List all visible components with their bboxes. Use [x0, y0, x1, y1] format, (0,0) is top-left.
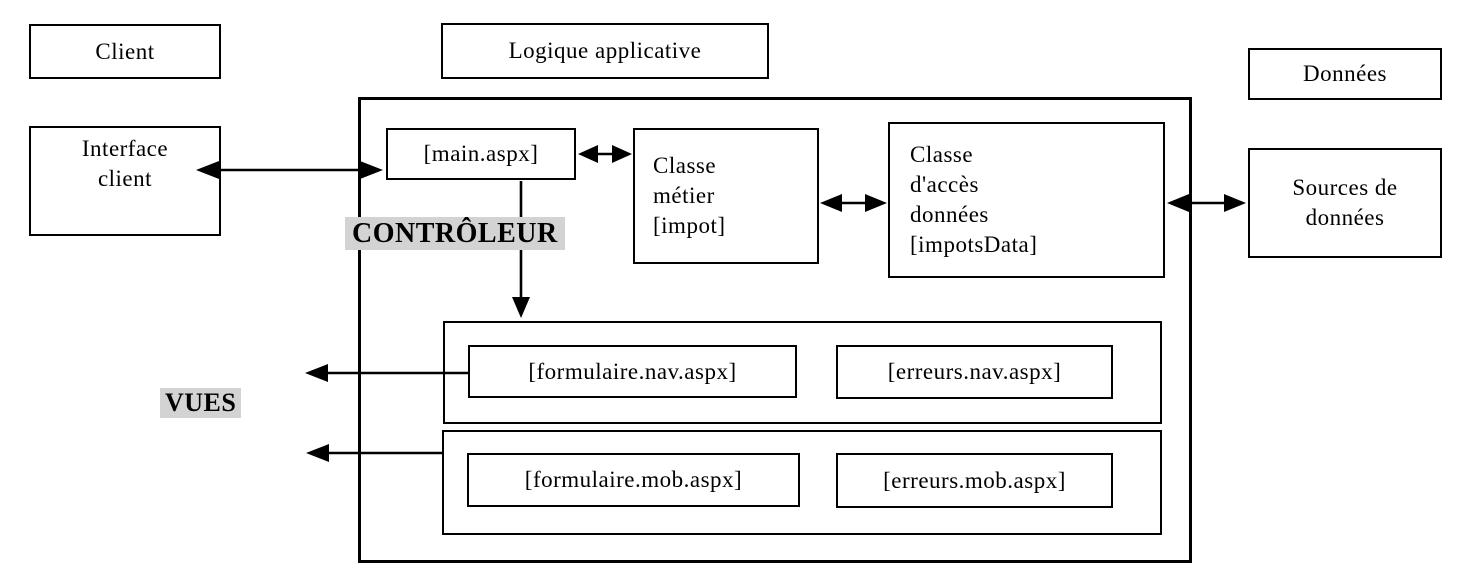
classe-acces-donnees-box: Classe d'accès données [impotsData] — [888, 122, 1165, 278]
donnees-lane-box: Données — [1248, 48, 1442, 100]
formulaire-mob-aspx-box: [formulaire.mob.aspx] — [467, 453, 800, 507]
logique-applicative-lane-box: Logique applicative — [441, 23, 769, 79]
main-aspx-box: [main.aspx] — [386, 128, 576, 180]
sources-donnees-box: Sources de données — [1248, 148, 1442, 258]
client-lane-box: Client — [29, 24, 221, 79]
vues-label: VUES — [160, 388, 242, 418]
erreurs-nav-aspx-box: [erreurs.nav.aspx] — [836, 345, 1113, 399]
formulaire-nav-aspx-box: [formulaire.nav.aspx] — [468, 345, 797, 398]
controleur-label: CONTRÔLEUR — [345, 217, 565, 250]
arrow-interface-main — [196, 161, 383, 179]
interface-client-box: Interface client — [29, 126, 221, 236]
erreurs-mob-aspx-box: [erreurs.mob.aspx] — [836, 453, 1113, 508]
classe-metier-box: Classe métier [impot] — [633, 128, 819, 264]
